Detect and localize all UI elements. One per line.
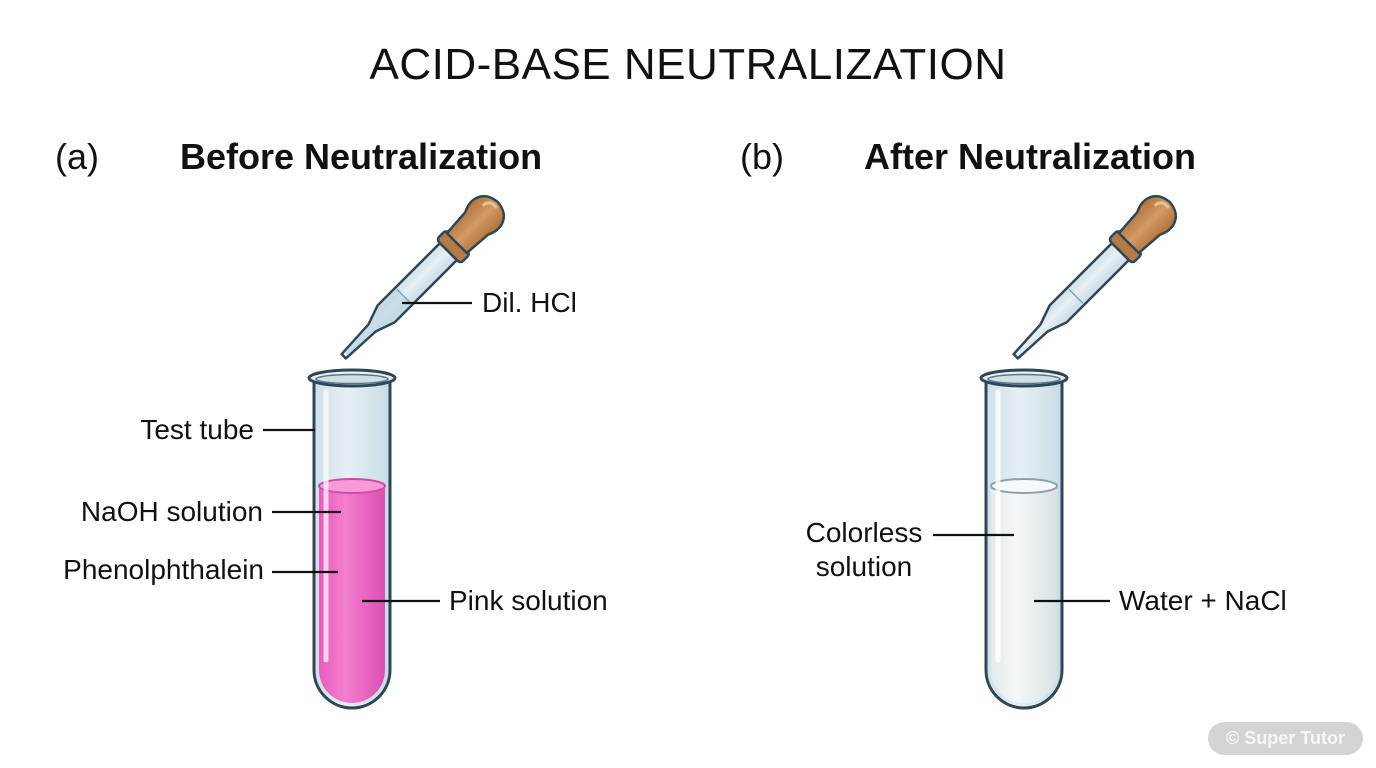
watermark-badge: © Super Tutor bbox=[1208, 722, 1363, 755]
label-pink-solution: Pink solution bbox=[449, 585, 608, 616]
label-test-tube: Test tube bbox=[140, 414, 254, 445]
label-naoh-solution: NaOH solution bbox=[80, 496, 263, 527]
dropper-a bbox=[340, 195, 505, 360]
panel-b-title: After Neutralization bbox=[864, 136, 1197, 177]
label-colorless-line1: Colorless bbox=[805, 517, 923, 548]
dropper-b bbox=[1012, 195, 1177, 360]
test-tube-a bbox=[307, 368, 397, 710]
label-water-nacl: Water + NaCl bbox=[1119, 585, 1287, 616]
label-colorless-line2: solution bbox=[815, 551, 913, 582]
main-title: ACID-BASE NEUTRALIZATION bbox=[369, 40, 1007, 89]
panel-b-letter: (b) bbox=[740, 136, 784, 177]
label-dil-hcl: Dil. HCl bbox=[482, 287, 577, 318]
label-phenolphthalein: Phenolphthalein bbox=[63, 554, 264, 585]
panel-a-title: Before Neutralization bbox=[180, 136, 543, 177]
panel-a-letter: (a) bbox=[55, 136, 99, 177]
test-tube-b bbox=[979, 368, 1069, 710]
